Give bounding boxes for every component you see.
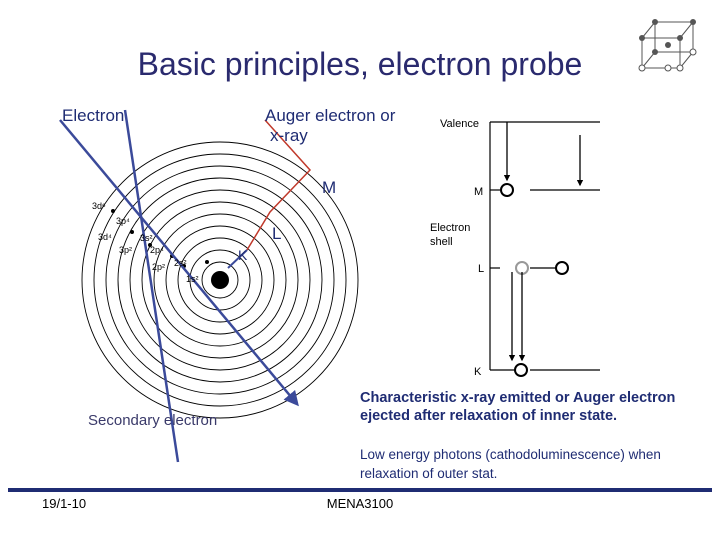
label-l-right: L	[478, 263, 485, 275]
orbital-1s2: 1s²	[186, 274, 199, 284]
label-valence: Valence	[440, 118, 479, 130]
orbital-3p4: 3p⁴	[116, 216, 130, 226]
label-shell-l: L	[272, 224, 282, 243]
energy-diagram	[489, 121, 600, 371]
page-title: Basic principles, electron probe	[137, 46, 583, 82]
label-m-right: M	[474, 186, 484, 198]
label-shell-k: K	[238, 247, 248, 263]
label-electron-shell-2: shell	[430, 236, 453, 248]
label-secondary-electron: Secondary electron	[88, 412, 218, 429]
auger-arrow	[227, 249, 248, 269]
nucleus	[211, 271, 229, 289]
label-electron: Electron	[62, 106, 125, 125]
atom-shells	[81, 141, 359, 419]
auger-connector	[246, 119, 312, 251]
note-characteristic-xray: Characteristic x-ray emitted or Auger el…	[360, 390, 676, 424]
transition-arrows	[503, 122, 584, 362]
orbital-3d6: 3d⁶	[92, 201, 106, 211]
incoming-electron-line	[123, 109, 180, 463]
orbital-3s2: 3s²	[140, 233, 153, 243]
orbital-2p4: 2p⁴	[150, 245, 164, 255]
orbital-3d4: 3d⁴	[98, 232, 112, 242]
label-auger: Auger electron or	[265, 106, 396, 125]
footer-course: MENA3100	[326, 496, 394, 511]
level-circles	[500, 183, 569, 377]
orbital-2s2: 2s²	[174, 258, 187, 268]
label-k-right: K	[474, 366, 482, 378]
label-electron-shell-1: Electron	[430, 222, 471, 234]
label-shell-m: M	[322, 178, 337, 197]
orbital-2p2: 2p²	[152, 262, 166, 272]
note-cathodoluminescence: Low energy photons (cathodoluminescence)…	[360, 447, 661, 481]
primary-electron-path	[59, 119, 299, 407]
orbital-3p2: 3p²	[119, 245, 133, 255]
footer-date: 19/1-10	[42, 496, 87, 511]
label-auger-xray: x-ray	[270, 126, 308, 145]
footer-divider	[8, 488, 712, 492]
